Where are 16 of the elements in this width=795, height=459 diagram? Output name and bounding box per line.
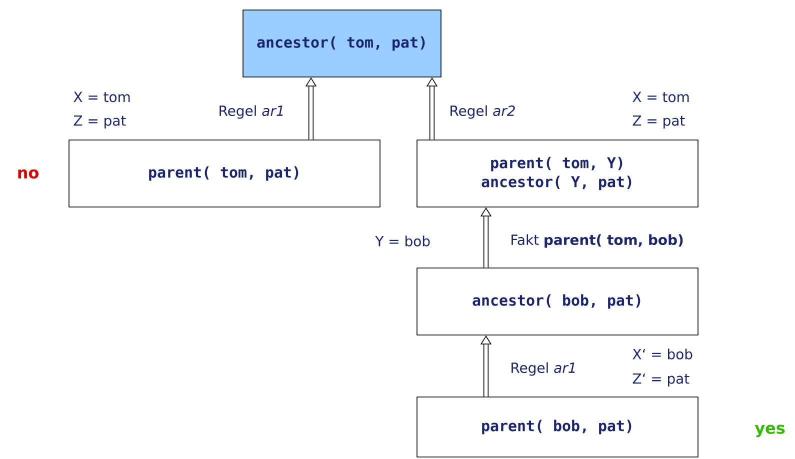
- answer-label: no: [18, 169, 38, 179]
- edge-label: Fakt parent( tom, bob): [512, 234, 683, 248]
- binding-label: Y = bob: [375, 236, 430, 246]
- goal-box: parent( tom, pat): [68, 140, 380, 208]
- edge-label: Regel ar1: [220, 105, 283, 119]
- edge-label: Regel ar2: [450, 105, 515, 119]
- binding-label: X = tom: [74, 92, 130, 102]
- answer-label: yes: [754, 424, 785, 438]
- goal-box: ancestor( bob, pat): [416, 268, 698, 336]
- binding-label: Z‘ = pat: [632, 373, 690, 387]
- goal-box: parent( tom, Y) ancestor( Y, pat): [416, 140, 698, 208]
- goal-box: parent( bob, pat): [416, 396, 698, 458]
- edge-label: Regel ar1: [512, 362, 575, 376]
- binding-label: X‘ = bob: [632, 348, 692, 360]
- binding-label: X = tom: [632, 92, 689, 102]
- goal-box: ancestor( tom, pat): [242, 10, 442, 78]
